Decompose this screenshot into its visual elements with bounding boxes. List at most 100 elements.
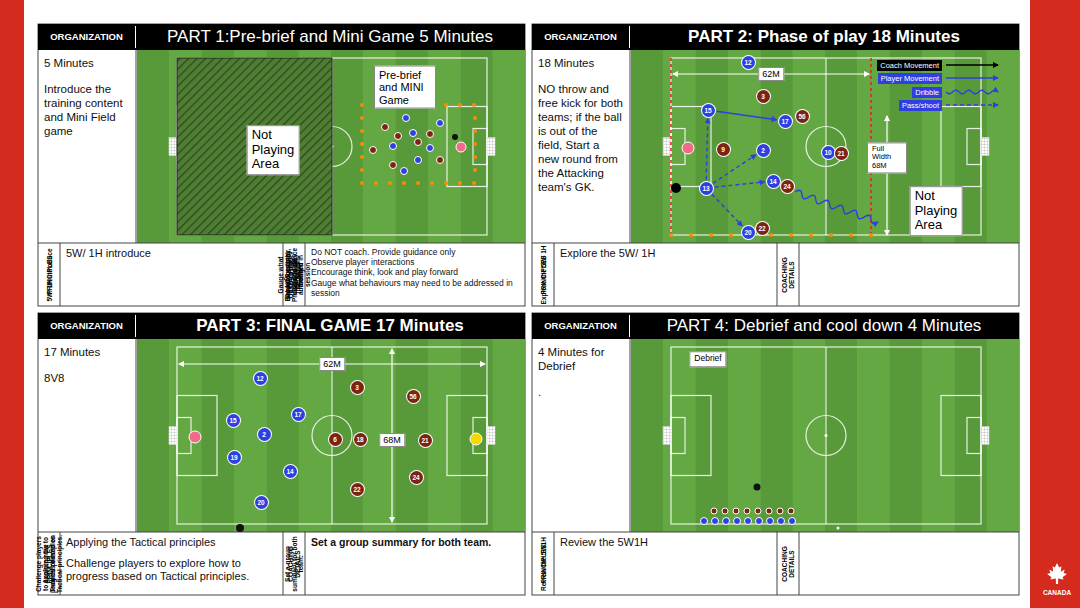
- player-marker: 21: [419, 434, 432, 447]
- player-number: 24: [781, 180, 794, 193]
- player-number: 19: [228, 451, 241, 464]
- legend-text: Dribble: [915, 87, 939, 98]
- section-side-label: Review the 5W1H: [532, 532, 554, 595]
- cone: [729, 233, 733, 237]
- legend-sample: [946, 77, 998, 78]
- penalty-box: [941, 107, 981, 187]
- section-text: Set a group summary for both team.: [311, 536, 519, 549]
- player-marker: 2: [757, 144, 770, 157]
- player-dot: [755, 508, 761, 514]
- panel-frame: [38, 24, 526, 306]
- player-marker: 20: [742, 226, 755, 239]
- section-text: Applying the Tactical principles: [66, 536, 277, 549]
- player-dot: [711, 508, 717, 514]
- organization-text: 5 MinutesIntroduce the training content …: [38, 50, 135, 243]
- cell-divider: [305, 532, 306, 595]
- cone: [837, 527, 840, 530]
- player-dot: [427, 131, 434, 138]
- cone: [430, 181, 434, 185]
- panel-frame: [532, 24, 1020, 306]
- dimension-label: 62M: [319, 357, 345, 371]
- column-divider: [630, 50, 631, 243]
- panel-background: [38, 24, 525, 306]
- row-divider: [532, 243, 1019, 244]
- cone: [689, 233, 693, 237]
- header-divider: [135, 26, 136, 48]
- cell-divider: [777, 532, 778, 595]
- player-number: 20: [742, 226, 755, 239]
- goal-box: [671, 418, 685, 454]
- player-marker: 24: [781, 180, 794, 193]
- organization-note: Introduce the training content and Mini …: [44, 82, 129, 138]
- dimension-label: 62M: [758, 67, 784, 81]
- cone: [809, 233, 813, 237]
- panel-frame: [38, 313, 526, 595]
- column-divider: [630, 339, 631, 532]
- player-marker: 12: [254, 372, 267, 385]
- section-body: Applying the Tactical principlesChalleng…: [60, 532, 283, 595]
- panel-title: PART 2: Phase of play 18 Minutes: [629, 24, 1019, 50]
- grass-stripe: [331, 50, 364, 243]
- not-playing-hatch: [177, 58, 332, 235]
- section-text: Do NOT coach. Provide guidance only: [311, 247, 519, 257]
- grass-stripe: [137, 339, 170, 532]
- header-bar: [532, 24, 1019, 50]
- cone: [829, 233, 833, 237]
- cone: [374, 181, 378, 185]
- player-marker: 17: [779, 115, 792, 128]
- player-dot: [390, 143, 397, 150]
- player-number: 17: [779, 115, 792, 128]
- cone: [360, 142, 364, 146]
- pitch-markings: [177, 347, 487, 524]
- cone: [789, 233, 793, 237]
- player-dot: [437, 157, 444, 164]
- coaching-details-box: COACHING DETAILSDo NOT coach. Provide gu…: [283, 243, 525, 306]
- section-body: [799, 243, 1019, 306]
- halfway-line: [825, 347, 826, 524]
- section-text: Review the 5W1H: [560, 536, 771, 549]
- cone: [473, 168, 477, 172]
- player-dot: [745, 518, 752, 525]
- section-side-label: 5W/ 1H introduce: [38, 243, 60, 306]
- cell-divider: [60, 243, 61, 306]
- player-dot: [756, 518, 763, 525]
- row-divider: [38, 243, 525, 244]
- organization-heading: ORGANIZATION: [38, 313, 135, 339]
- organization-note: NO throw and free kick for both teams; i…: [538, 82, 623, 194]
- cone: [849, 233, 853, 237]
- section-side-label: Explore the 5W/ 1H: [532, 243, 554, 306]
- player-marker: 24: [410, 471, 423, 484]
- coaching-details-box: COACHING DETAILSSet a group summary for …: [283, 532, 525, 595]
- movement-arrow: [716, 111, 776, 120]
- section-body: Do NOT coach. Provide guidance onlyObser…: [305, 243, 525, 306]
- panel: PART 1:Pre-brief and Mini Game 5 Minutes…: [38, 24, 525, 306]
- grass-stripe: [825, 339, 858, 532]
- penalty-box: [671, 107, 711, 187]
- centre-circle: [806, 416, 846, 456]
- section-side-label: COACHING DETAILS: [777, 243, 799, 306]
- player-dot: [701, 518, 708, 525]
- grass-stripe: [987, 339, 1020, 532]
- player-number: 12: [254, 372, 267, 385]
- player-dot: [722, 508, 728, 514]
- cone: [473, 129, 477, 133]
- player-number: 10: [822, 146, 835, 159]
- organization-text: 18 MinutesNO throw and free kick for bot…: [532, 50, 629, 243]
- pitch-markings: [671, 347, 981, 524]
- player-marker: 56: [407, 390, 420, 403]
- grass-stripe: [266, 339, 299, 532]
- area-label-box: Not Playing Area: [247, 125, 300, 175]
- dimension-label: 68M: [379, 433, 405, 447]
- player-dot: [712, 518, 719, 525]
- goal-box: [473, 129, 487, 165]
- grass-stripe: [137, 50, 170, 243]
- area-label-box: Debrief: [689, 351, 726, 367]
- player-dot: [427, 145, 434, 152]
- pitch-boundary: [177, 58, 487, 235]
- part2-illustration: [669, 58, 998, 237]
- goalkeeper: [456, 142, 466, 152]
- player-number: 14: [284, 465, 297, 478]
- player-number: 17: [292, 408, 305, 421]
- section-text: Gauge what behaviours may need to be add…: [311, 278, 519, 298]
- player-dot: [395, 133, 402, 140]
